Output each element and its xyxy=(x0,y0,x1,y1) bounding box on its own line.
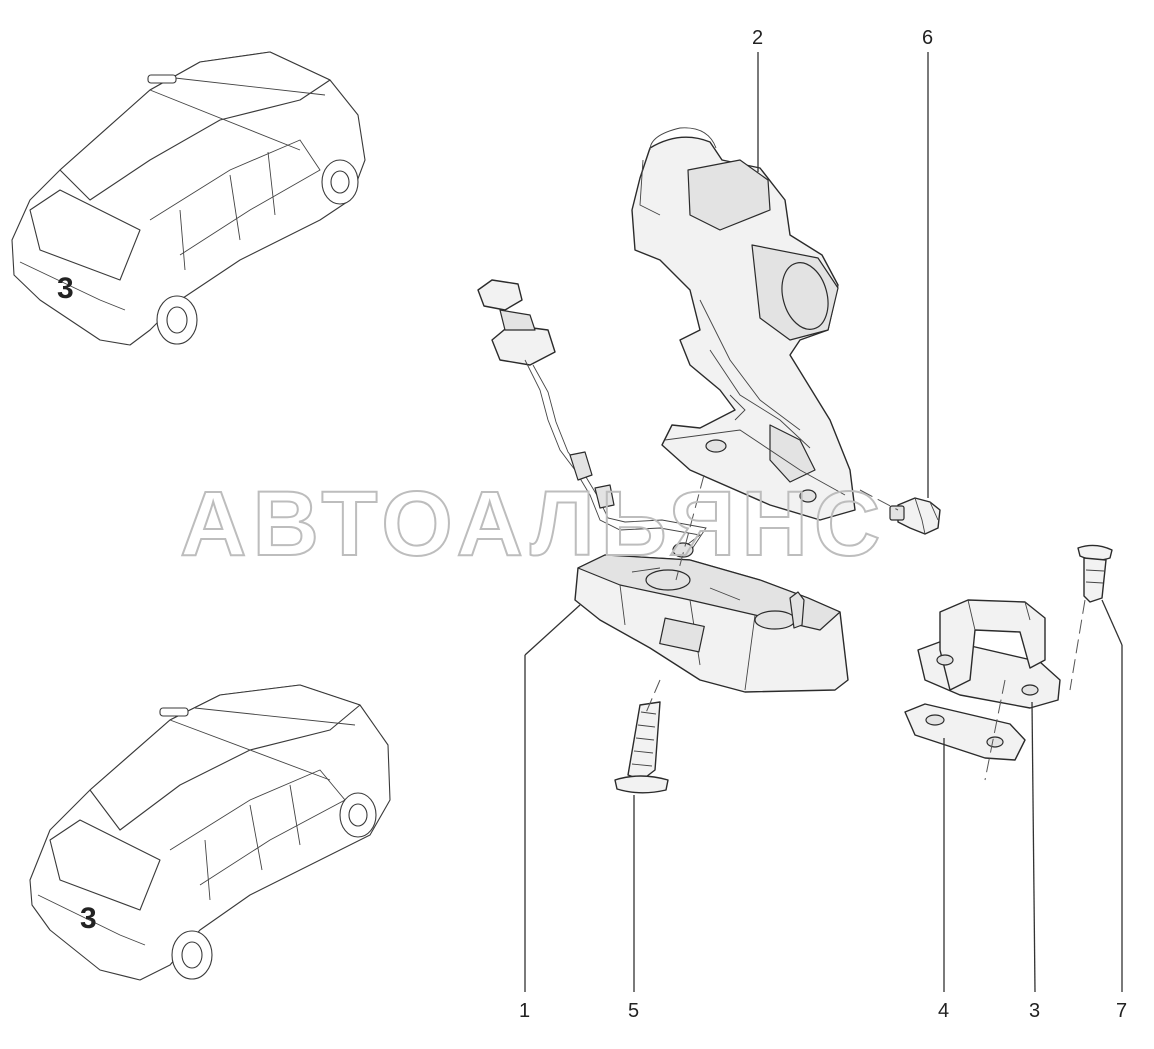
callout-4: 4 xyxy=(938,1000,949,1022)
wiring-harness xyxy=(477,279,707,553)
shim-plate-part-4 xyxy=(904,703,1026,761)
callout-6: 6 xyxy=(922,27,933,49)
assembly-lines xyxy=(644,474,1086,781)
car-badge-bottom: 3 xyxy=(80,902,97,935)
bolt-part-6 xyxy=(889,497,941,535)
callout-1: 1 xyxy=(519,1000,530,1022)
lock-actuator-part xyxy=(631,127,856,521)
screw-part-5 xyxy=(614,701,669,794)
leader-lines xyxy=(524,52,1123,993)
striker-part-3 xyxy=(917,599,1061,709)
callout-labels: 1 2 3 4 5 6 7 xyxy=(519,27,1127,1022)
callout-7: 7 xyxy=(1116,1000,1127,1022)
screw-part-7 xyxy=(1077,544,1113,603)
car-badge-top: 3 xyxy=(57,272,74,305)
callout-2: 2 xyxy=(752,27,763,49)
watermark: АВТОАЛЬЯНС xyxy=(180,473,886,575)
callout-5: 5 xyxy=(628,1000,639,1022)
car-illustration-top: 3 xyxy=(11,51,366,346)
callout-3: 3 xyxy=(1029,1000,1040,1022)
lock-body-part xyxy=(574,542,849,693)
car-illustration-bottom: 3 xyxy=(29,684,391,981)
